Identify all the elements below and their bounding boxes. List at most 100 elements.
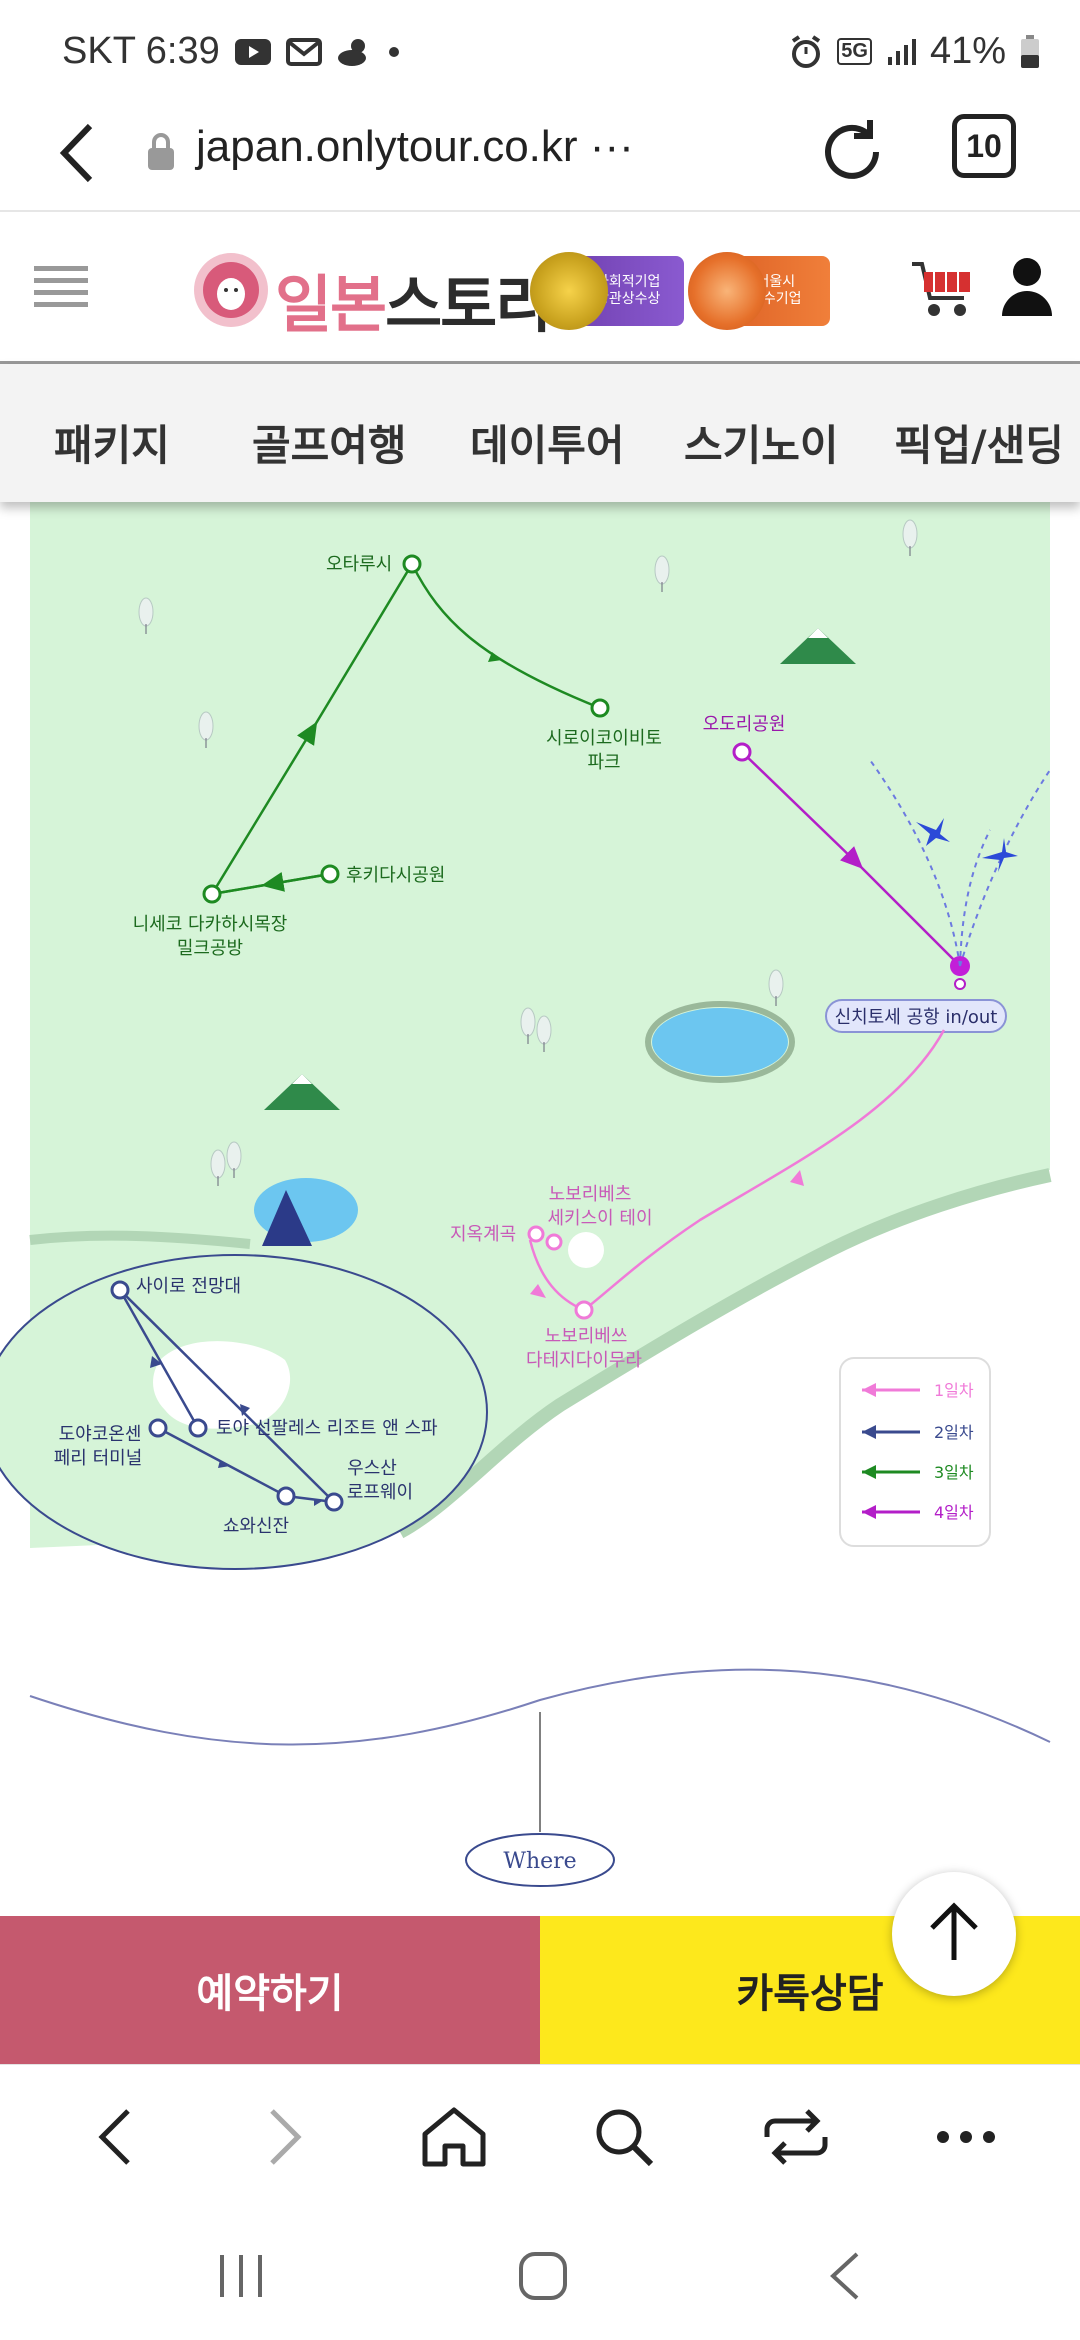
legend-item-day2: 2일차 [862, 1423, 974, 1442]
label-niseko-2: 밀크공방 [177, 938, 243, 959]
stop-usuzan [324, 1492, 344, 1512]
where-label: Where [503, 1849, 576, 1874]
badge1-line2: 장관상수상 [596, 291, 661, 307]
stop-odori [732, 742, 752, 762]
stop-showashinzan [276, 1486, 296, 1506]
carrier-time: SKT 6:39 [62, 30, 220, 72]
label-showashinzan: 쇼와신잔 [223, 1516, 289, 1537]
url-text[interactable]: japan.onlytour.co.kr ··· [196, 122, 634, 171]
signal-icon [886, 37, 916, 67]
logo-part1: 일본 [275, 268, 387, 341]
legend-label-day1: 1일차 [934, 1381, 974, 1400]
mountain-icon [780, 628, 856, 664]
system-back-icon[interactable] [810, 2246, 880, 2306]
stop-shiroi [590, 698, 610, 718]
legend-item-day1: 1일차 [862, 1381, 974, 1400]
legend-label-day2: 2일차 [934, 1423, 974, 1442]
weather-icon [336, 36, 374, 68]
tab-count-label: 10 [966, 127, 1002, 164]
home-button-icon[interactable] [508, 2246, 578, 2306]
search-icon[interactable] [584, 2097, 664, 2177]
label-jigoku: 지옥계곡 [450, 1224, 516, 1245]
label-noboribetsu-seki-2: 세키스이 테이 [547, 1208, 652, 1229]
wave-divider [29, 1668, 1051, 1746]
legend-label-day4: 4일차 [934, 1503, 974, 1522]
stop-toya-ferry [148, 1418, 168, 1438]
scroll-top-button[interactable] [892, 1872, 1016, 1996]
battery-percent: 41% [929, 30, 1006, 72]
mail-icon [285, 37, 322, 67]
label-sairo: 사이로 전망대 [136, 1276, 241, 1297]
logo-mascot-icon[interactable] [192, 250, 270, 334]
coastline [396, 1168, 1052, 1539]
system-navigation-bar [0, 2200, 1080, 2340]
medal-icon [530, 252, 608, 330]
user-icon[interactable] [1000, 256, 1054, 322]
site-logo[interactable]: 일본스토리 [275, 254, 552, 344]
menu-icon[interactable] [34, 264, 88, 314]
route-legend [839, 1357, 991, 1547]
label-odori: 오도리공원 [703, 714, 786, 735]
battery-icon [1020, 34, 1040, 69]
label-noboribetsu-seki-1: 노보리베츠 [549, 1184, 632, 1205]
nav-item-pickup[interactable]: 픽업/샌딩 [894, 421, 1064, 470]
label-noboribetsu-date-1: 노보리베쓰 [545, 1326, 628, 1347]
label-noboribetsu-date-2: 다테지다이무라 [526, 1350, 642, 1371]
seal-icon [688, 252, 766, 330]
status-bar: SKT 6:39 5G 41% [0, 0, 1080, 100]
reload-icon[interactable] [818, 116, 888, 192]
mountain-icon [264, 1074, 340, 1110]
label-toya-ferry-2: 페리 터미널 [54, 1448, 143, 1469]
lock-icon [144, 130, 178, 178]
category-nav: 패키지 골프여행 데이투어 스기노이 픽업/샌딩 [0, 364, 1080, 502]
badge1-line1: 사회적기업 [596, 274, 661, 291]
browser-back-icon[interactable] [74, 2097, 154, 2177]
kakao-label: 카톡상담 [736, 1971, 884, 2017]
label-usuzan-1: 우스산 [347, 1458, 397, 1479]
tree-icon [138, 519, 918, 1186]
stop-jigoku [527, 1225, 545, 1243]
reserve-button[interactable]: 예약하기 [0, 1916, 540, 2064]
label-shiroi-2: 파크 [587, 752, 620, 773]
tour-route-map: 신치토세 공항 in/out 오타루시 시로이코이비토 파크 후키다시공원 니세… [0, 502, 1080, 1916]
arrow-up-icon [924, 1900, 984, 1968]
legend-label-day3: 3일차 [934, 1463, 974, 1482]
tab-count-button[interactable]: 10 [952, 114, 1016, 178]
stop-fukidashi [320, 864, 340, 884]
label-toya-ferry-1: 도야코온센 [59, 1424, 142, 1445]
nav-item-golf[interactable]: 골프여행 [252, 421, 407, 470]
label-usuzan-2: 로프웨이 [347, 1482, 413, 1503]
legend-item-day3: 3일차 [862, 1463, 974, 1482]
more-options-icon[interactable] [926, 2097, 1006, 2177]
browser-toolbar [0, 2064, 1080, 2200]
nav-item-package[interactable]: 패키지 [54, 421, 170, 470]
label-niseko-1: 니세코 다카하시목장 [133, 914, 288, 935]
cart-icon[interactable] [910, 258, 974, 324]
youtube-icon [234, 37, 272, 67]
label-fukidashi: 후키다시공원 [346, 865, 445, 886]
shikotsu-lake [652, 1008, 788, 1076]
stop-noboribetsu-date [574, 1300, 594, 1320]
nav-item-daytour[interactable]: 데이투어 [470, 421, 625, 470]
recent-apps-icon[interactable] [206, 2246, 276, 2306]
share-sync-icon[interactable] [756, 2097, 836, 2177]
back-icon[interactable] [52, 118, 102, 192]
stop-sairo [110, 1280, 130, 1300]
legend-item-day4: 4일차 [862, 1503, 974, 1522]
badge2-line1: 서울시 [756, 274, 796, 291]
volcano [262, 1190, 312, 1246]
home-icon[interactable] [414, 2097, 494, 2177]
stop-toya-sun [188, 1418, 208, 1438]
label-otaru: 오타루시 [326, 554, 392, 575]
network-type: 5G [837, 38, 872, 65]
dot-icon [388, 46, 400, 58]
stop-noboribetsu-seki [545, 1233, 563, 1251]
airplane-icon [916, 818, 1018, 872]
label-airport: 신치토세 공항 in/out [835, 1007, 998, 1028]
browser-forward-icon[interactable] [246, 2097, 326, 2177]
stop-otaru [402, 554, 422, 574]
nav-item-suginoi[interactable]: 스기노이 [684, 421, 839, 470]
